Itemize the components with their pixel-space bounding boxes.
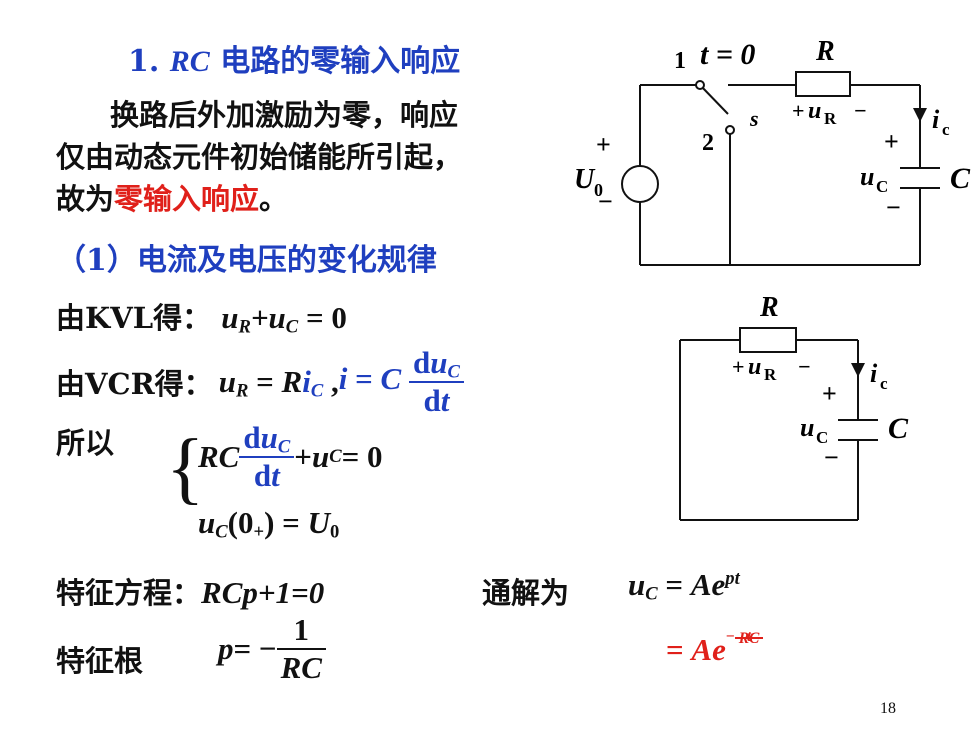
svg-text:c: c — [880, 374, 888, 393]
svg-text:R: R — [764, 365, 777, 384]
char-eq-formula: RCp+1=0 — [201, 575, 325, 610]
vcr-equation-1: uR = RiC , — [218, 364, 339, 402]
kvl-line: 由KVL得： uR+uC = 0 — [56, 295, 347, 337]
svg-text:−: − — [598, 187, 613, 216]
svg-text:C: C — [816, 428, 828, 447]
capacitor-label-2: C — [888, 412, 909, 445]
slide-title: 1. RC 电路的零输入响应 — [128, 36, 460, 80]
svg-text:+: + — [792, 98, 805, 123]
svg-text:R: R — [824, 109, 837, 128]
intro-line3: 故为零输入响应。 — [56, 182, 289, 216]
zero-input-response-highlight: 零输入响应 — [114, 182, 260, 216]
uC-label-2: u — [800, 413, 814, 442]
page-number: 18 — [880, 700, 896, 717]
ic-label-2: i — [870, 359, 878, 388]
kvl-equation: uR+uC = 0 — [221, 300, 347, 338]
resistor-label: R — [815, 36, 835, 67]
title-rc: RC — [169, 45, 210, 78]
uR-label: u — [808, 98, 821, 124]
resistor-label-2: R — [759, 292, 779, 323]
circuit-diagram-switching: 1 2 s t = 0 R + u R − i c + U 0 − + u C … — [574, 36, 971, 266]
uC-label: u — [860, 162, 874, 191]
characteristic-root-label: 特征根 — [56, 644, 144, 678]
capacitor-label: C — [950, 162, 971, 195]
svg-text:−: − — [798, 354, 811, 379]
svg-text:C: C — [876, 177, 888, 196]
svg-text:c: c — [942, 120, 950, 139]
therefore-label: 所以 — [56, 426, 115, 460]
section-heading: （1）电流及电压的变化规律 — [56, 243, 437, 278]
circuit-diagram-rc: R + u R − i c + u C C − — [679, 292, 909, 521]
svg-text:−: − — [824, 443, 839, 472]
ic-label: i — [932, 105, 940, 134]
intro-line2: 仅由动态元件初始储能所引起， — [56, 140, 463, 174]
title-text: 电路的零输入响应 — [209, 44, 461, 79]
svg-text:+: + — [822, 379, 837, 408]
general-solution-label: 通解为 — [482, 576, 570, 610]
uR-label-2: u — [748, 354, 761, 380]
svg-text:−: − — [886, 193, 901, 222]
switch-label: s — [749, 106, 759, 131]
svg-text:+: + — [732, 354, 745, 379]
intro-line1: 换路后外加激励为零，响应 — [110, 98, 459, 132]
node-2-label: 2 — [702, 130, 714, 156]
source-U0-label: U — [574, 164, 596, 195]
svg-text:+: + — [596, 130, 611, 159]
system-brace: { — [166, 424, 205, 512]
kvl-label: 由KVL得： — [56, 301, 212, 335]
switch-time-label: t = 0 — [700, 38, 755, 71]
char-eq-label: 特征方程： — [56, 576, 202, 610]
svg-text:−: − — [854, 98, 867, 123]
title-number: 1. — [128, 44, 160, 79]
general-solution-eq: uC = Aept — [628, 567, 740, 605]
svg-text:+: + — [884, 127, 899, 156]
system-eq-2: uC(0+) = U0 — [198, 505, 340, 543]
svg-text:0: 0 — [594, 180, 603, 200]
node-1-label: 1 — [674, 48, 686, 74]
characteristic-equation-line: 特征方程：RCp+1=0 — [56, 570, 324, 612]
vcr-label: 由VCR得： — [56, 367, 213, 401]
